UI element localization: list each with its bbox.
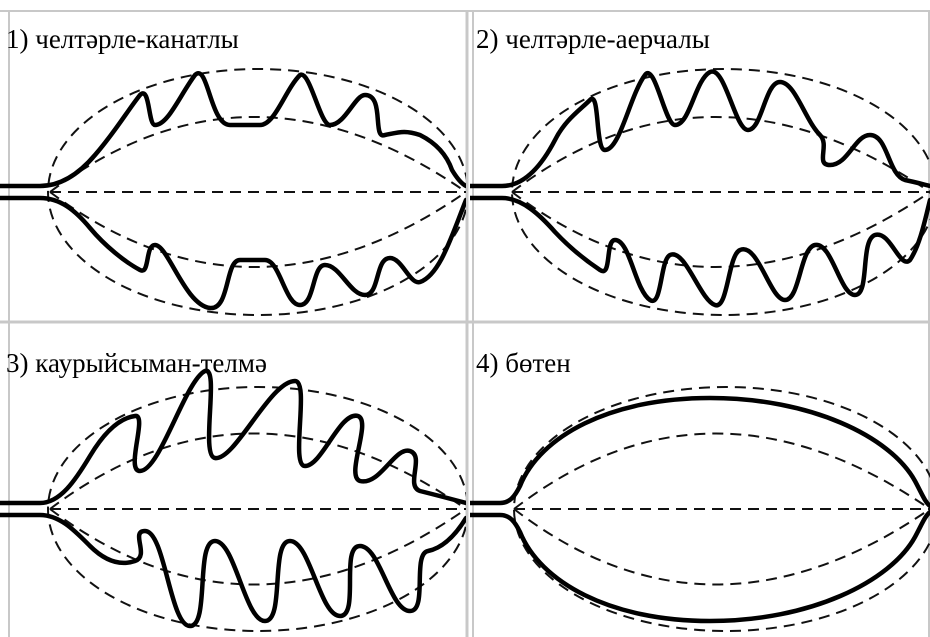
cell-pinnatisect: 3) каурыйсыман-телмә xyxy=(0,326,466,637)
cell-label-4: 4) бөтен xyxy=(476,348,571,378)
cell-label-3: 3) каурыйсыман-телмә xyxy=(6,348,267,378)
cell-entire: 4) бөтен xyxy=(470,326,930,637)
pinnatifid-leaf-drawing xyxy=(0,68,466,316)
entire-leaf-drawing xyxy=(470,386,930,632)
cell-label-2: 2) челтәрле-аерчалы xyxy=(476,24,710,54)
cell-pinnatipartite: 2) челтәрле-аерчалы xyxy=(470,0,930,318)
pinnatisect-leaf-drawing xyxy=(0,368,466,632)
cell-pinnatifid: 1) челтәрле-канатлы xyxy=(0,0,466,318)
cell-label-1: 1) челтәрле-канатлы xyxy=(6,24,239,54)
pinnatipartite-leaf-drawing xyxy=(470,68,930,316)
